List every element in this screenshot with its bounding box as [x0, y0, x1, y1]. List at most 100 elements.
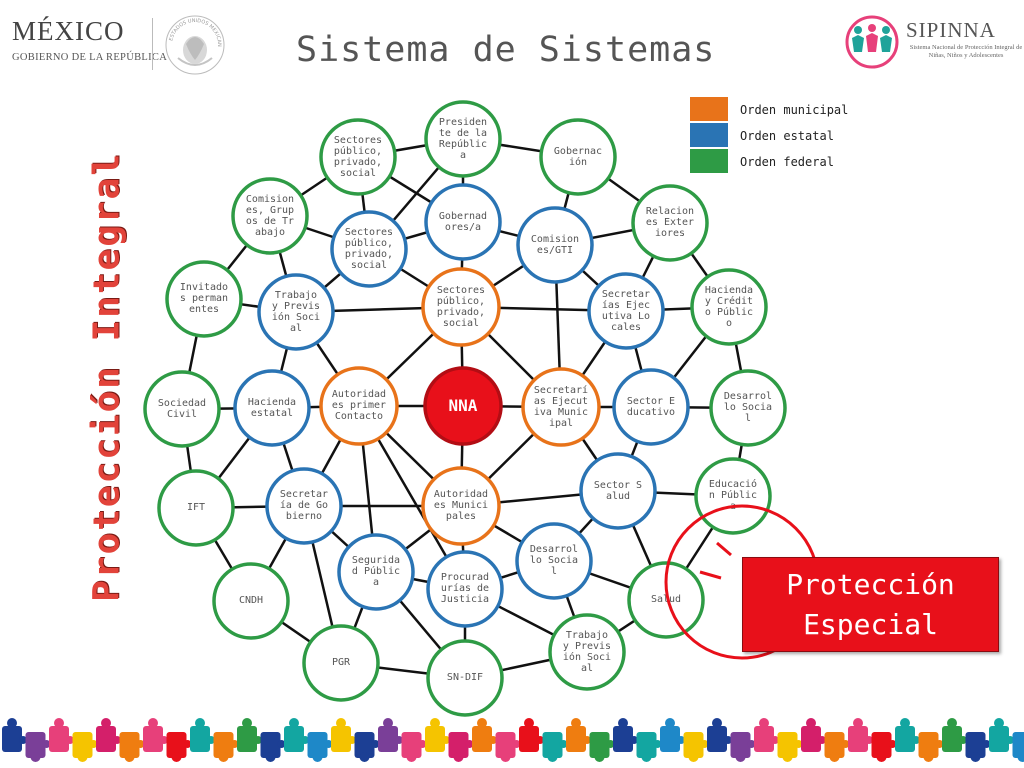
node-label-e4: Sector Educativo: [626, 395, 676, 418]
node-f10: [302, 624, 380, 702]
node-f16: [319, 118, 397, 196]
puzzle-piece: [754, 718, 779, 752]
node-f8: [548, 613, 626, 691]
node-label-f4: Hacienda y Crédito Público: [704, 284, 754, 329]
puzzle-piece: [566, 718, 591, 752]
node-label-e2: Comisiones/GTI: [530, 233, 580, 256]
puzzle-piece: [942, 718, 967, 752]
node-e1: [424, 183, 502, 261]
node-label-f1: Presidente de la República: [438, 116, 488, 161]
node-f14: [165, 260, 243, 338]
sipinna-subtitle: Sistema Nacional de Protección Integral …: [909, 44, 1023, 59]
node-label-e1: Gobernadores/a: [438, 210, 488, 233]
node-label-f5: Desarrollo Social: [723, 391, 773, 425]
node-label-e9: Secretaría de Gobierno: [279, 489, 329, 523]
node-label-m1: Sectores público, privado, social: [436, 284, 486, 329]
puzzle-piece: [777, 732, 803, 762]
node-label-e5: Sector Salud: [593, 479, 643, 502]
node-e2: [516, 206, 594, 284]
node-e9: [265, 467, 343, 545]
puzzle-piece: [542, 732, 568, 762]
legend-swatch-municipal: [690, 97, 728, 121]
node-f3: [631, 184, 709, 262]
puzzle-piece: [1012, 732, 1024, 762]
puzzle-piece: [190, 718, 215, 752]
puzzle-piece: [354, 732, 380, 762]
puzzle-piece: [260, 732, 286, 762]
node-label-f13: Sociedad Civil: [157, 397, 207, 420]
node-label-f14: Invitados permanentes: [179, 282, 229, 316]
puzzle-piece: [613, 718, 638, 752]
sipinna-logo: SIPINNA Sistema Nacional de Protección I…: [842, 14, 1022, 74]
puzzle-piece: [519, 718, 544, 752]
node-label-e7: Procuradurías de Justicia: [440, 572, 490, 606]
puzzle-piece: [660, 718, 685, 752]
node-label-f6: Educación Pública: [708, 479, 758, 513]
special-protection-box: Protección Especial: [742, 557, 999, 652]
node-f4: [690, 268, 768, 346]
node-label-e3: Secretarías Ejecutiva Locales: [601, 288, 651, 333]
node-label-f12: IFT: [186, 502, 206, 514]
puzzle-piece: [707, 718, 732, 752]
node-m3: [421, 466, 501, 546]
puzzle-piece: [589, 732, 615, 762]
node-e11: [257, 273, 335, 351]
node-label-m3: Autoridades Municipales: [433, 489, 489, 523]
node-e3: [587, 272, 665, 350]
puzzle-piece: [25, 732, 51, 762]
node-e10: [233, 369, 311, 447]
puzzle-piece: [378, 718, 403, 752]
node-m1: [421, 267, 501, 347]
node-f2: [539, 118, 617, 196]
node-label-nna: NNA: [448, 396, 478, 416]
legend-swatch-estatal: [690, 123, 728, 147]
legend-label-estatal: Orden estatal: [740, 129, 834, 143]
puzzle-piece: [824, 732, 850, 762]
node-e7: [426, 550, 504, 628]
node-label-f11: CNDH: [238, 595, 264, 607]
puzzle-piece: [848, 718, 873, 752]
puzzle-piece: [166, 732, 192, 762]
node-f12: [157, 469, 235, 547]
puzzle-piece: [72, 732, 98, 762]
puzzle-piece: [965, 732, 991, 762]
puzzle-piece: [331, 718, 356, 752]
puzzle-piece: [49, 718, 74, 752]
node-f15: [231, 177, 309, 255]
sipinna-name: SIPINNA: [906, 18, 996, 42]
page-title: Sistema de Sistemas: [296, 30, 716, 70]
government-name: GOBIERNO DE LA REPÚBLICA: [12, 52, 168, 63]
node-label-f8: Trabajo y Previsión Social: [562, 629, 612, 674]
puzzle-piece: [2, 718, 27, 752]
puzzle-piece: [425, 718, 450, 752]
puzzle-piece: [307, 732, 333, 762]
node-label-e12: Sectores público, privado, social: [344, 226, 394, 271]
legend-swatch-federal: [690, 149, 728, 173]
puzzle-piece: [143, 718, 168, 752]
legend-label-federal: Orden federal: [740, 155, 834, 169]
node-f1: [424, 100, 502, 178]
node-label-f9: SN-DIF: [446, 672, 484, 684]
node-f11: [212, 562, 290, 640]
node-m2: [521, 367, 601, 447]
node-e6: [515, 522, 593, 600]
node-nna: [423, 366, 503, 446]
country-name: MÉXICO: [12, 16, 125, 46]
legend-label-municipal: Orden municipal: [740, 103, 849, 117]
node-m4: [319, 366, 399, 446]
puzzle-piece: [636, 732, 662, 762]
node-e12: [330, 210, 408, 288]
puzzle-piece: [730, 732, 756, 762]
node-label-f16: Sectores público, privado, social: [333, 134, 383, 179]
puzzle-piece: [284, 718, 309, 752]
mexico-government-logo: MÉXICO GOBIERNO DE LA REPÚBLICA ESTADOS …: [8, 14, 228, 75]
node-f5: [709, 369, 787, 447]
node-f13: [143, 370, 221, 448]
puzzle-piece: [495, 732, 521, 762]
node-label-e10: Hacienda estatal: [247, 396, 297, 419]
sipinna-children-icon: [845, 15, 899, 69]
puzzle-piece: [918, 732, 944, 762]
node-label-e8: Seguridad Pública: [351, 555, 401, 589]
node-label-f10: PGR: [331, 657, 351, 669]
